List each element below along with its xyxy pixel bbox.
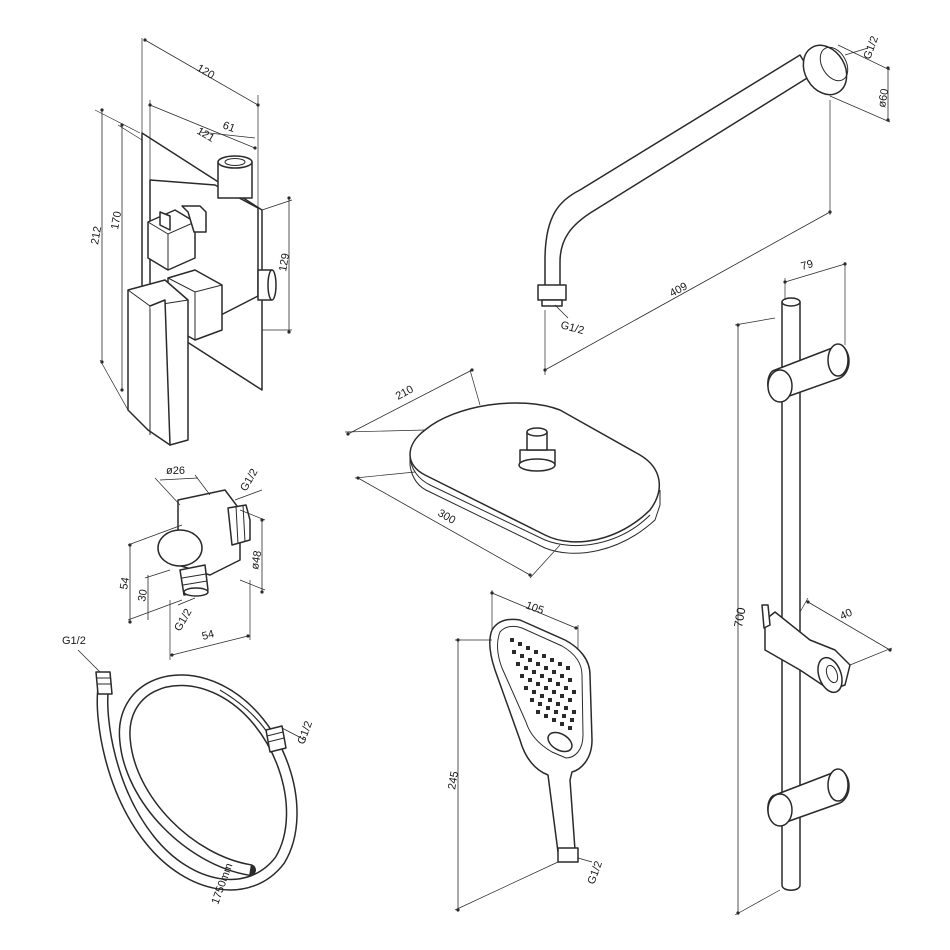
hand-shower-body [489, 618, 593, 853]
label-arm-thread-end: G1/2 [559, 319, 585, 337]
hand-shower-nozzle-grid [510, 638, 576, 730]
rail-lower-cap [767, 793, 793, 827]
mixer-inlet-opening [217, 155, 253, 169]
hand-shower: 105 245 G1/2 [446, 590, 605, 912]
dim-elbow-height: 54 [118, 576, 132, 590]
label-hose-thread-left: G1/2 [62, 635, 86, 647]
dim-rail-height: 700 [731, 606, 748, 628]
dim-hand-length: 245 [446, 770, 461, 790]
wall-elbow: ø26 G1/2 54 30 ø48 G1/2 54 [118, 465, 266, 660]
diverter-knob [147, 209, 196, 271]
dim-mixer-height-plate: 170 [109, 210, 124, 230]
elbow-round-face [157, 529, 203, 567]
dim-elbow-offset: 30 [136, 588, 150, 602]
dim-rail-spacing: 79 [800, 258, 815, 273]
head-plate [409, 402, 660, 543]
hand-shower-thread [557, 847, 579, 863]
dim-head-width: 210 [394, 383, 416, 402]
arm-wall-flange [802, 44, 848, 96]
elbow-thread-bottom [179, 564, 209, 596]
hose-connector-left [95, 671, 113, 695]
rain-shower-head: 210 300 [344, 368, 661, 579]
dim-arm-flange-diameter: ø60 [876, 88, 891, 109]
dim-arm-length: 409 [668, 280, 690, 299]
rail-slider-holder [817, 656, 843, 694]
concealed-mixer: 120 121 61 212 170 129 [89, 38, 292, 446]
dim-hand-width: 105 [524, 600, 545, 618]
dim-elbow-diameter: ø48 [249, 550, 264, 571]
label-hand-thread: G1/2 [586, 860, 605, 887]
label-hose-thread-right: G1/2 [296, 720, 315, 747]
dim-mixer-depth-inlet: 61 [221, 120, 237, 135]
elbow-thread-side [227, 504, 251, 546]
label-arm-thread-wall: G1/2 [862, 35, 881, 62]
shower-hose: G1/2 G1/2 1750mm [62, 635, 315, 906]
hose-connector-right [265, 725, 287, 753]
arm-nut [537, 284, 567, 301]
rail-bar [781, 301, 801, 891]
label-elbow-thread: G1/2 [238, 467, 260, 494]
dim-rail-offset: 40 [838, 607, 854, 623]
dim-mixer-height-side: 129 [277, 252, 292, 272]
dim-elbow-diameter-top: ø26 [166, 465, 185, 477]
dim-mixer-height-total: 212 [89, 225, 104, 245]
dim-elbow-depth: 54 [201, 628, 216, 643]
hand-shower-button [547, 731, 573, 753]
dim-mixer-width-inner: 121 [195, 125, 217, 145]
slide-rail: 79 700 40 [731, 258, 893, 916]
mixer-lever [127, 279, 189, 446]
label-elbow-bottom-thread: G1/2 [172, 607, 194, 634]
rail-upper-cap [767, 369, 793, 403]
shower-arm: G1/2 ø60 409 G1/2 [537, 35, 891, 375]
diverter-spout [181, 205, 207, 233]
arm-pipe [544, 54, 813, 301]
